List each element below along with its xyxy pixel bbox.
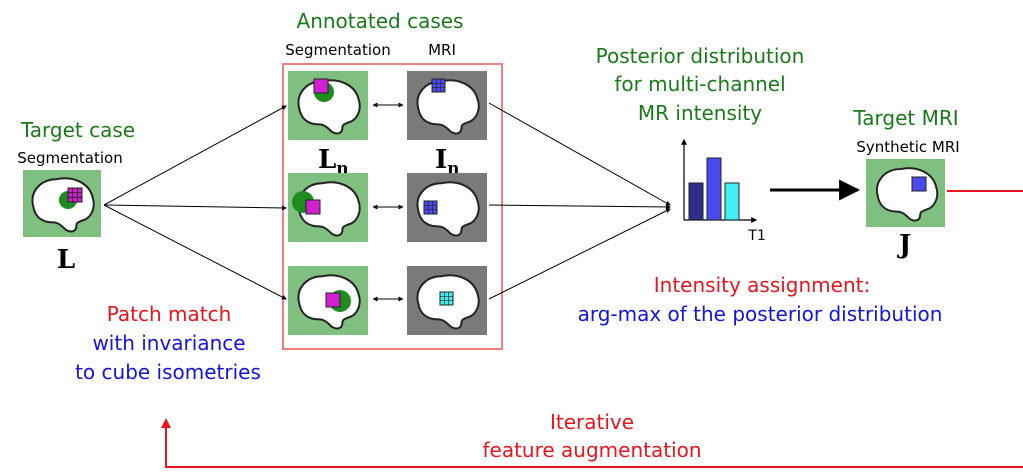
mri-panel-2 xyxy=(407,173,487,242)
feedback-loop xyxy=(161,190,1023,468)
posterior-line-2: for multi-channel xyxy=(614,72,785,96)
iterative-line-1: Iterative xyxy=(550,410,634,434)
annotated-cases: Annotated cases Segmentation MRI xyxy=(282,9,503,350)
iterative-line-2: feature augmentation xyxy=(482,438,701,462)
grid-patch-icon xyxy=(305,199,321,215)
target-symbol-L: L xyxy=(57,245,75,275)
seg-panel-3 xyxy=(288,266,368,335)
target-symbol-J: J xyxy=(897,230,911,260)
target-mri-subtitle: Synthetic MRI xyxy=(856,138,959,156)
patch-match-line-1: Patch match xyxy=(107,302,232,326)
histogram-icon xyxy=(681,138,758,223)
seg-symbol: L xyxy=(318,145,336,175)
grid-patch-icon xyxy=(67,187,83,203)
annotated-col-seg: Segmentation xyxy=(285,41,390,59)
target-case: Target case Segmentation L xyxy=(17,118,135,275)
match-arrows xyxy=(103,105,287,300)
target-case-title: Target case xyxy=(20,118,135,142)
grid-patch-icon xyxy=(325,292,341,308)
target-segmentation-panel xyxy=(23,170,101,237)
grid-patch-icon xyxy=(423,200,438,215)
posterior-arrows xyxy=(488,102,671,300)
annotated-row-2 xyxy=(288,173,487,242)
grid-patch-icon xyxy=(439,291,454,306)
intensity-line-1: Intensity assignment: xyxy=(654,273,870,297)
target-mri-title: Target MRI xyxy=(852,106,958,130)
patch-match-label: Patch match with invariance to cube isom… xyxy=(75,302,261,384)
annotated-title: Annotated cases xyxy=(297,9,464,33)
mri-panel-1 xyxy=(407,71,487,140)
posterior-section: Posterior distribution for multi-channel… xyxy=(596,44,805,244)
annotated-col-mri: MRI xyxy=(428,41,456,59)
seg-panel-1 xyxy=(288,71,368,140)
target-mri: Target MRI Synthetic MRI J xyxy=(852,106,959,260)
annotated-row-3 xyxy=(288,266,487,335)
patch-match-line-3: to cube isometries xyxy=(75,360,261,384)
posterior-line-1: Posterior distribution xyxy=(596,44,805,68)
iterative-label: Iterative feature augmentation xyxy=(482,410,701,462)
histogram-axis-label: T1 xyxy=(747,228,765,244)
annotated-row-1: Ln In xyxy=(288,71,487,179)
grid-patch-icon xyxy=(431,78,446,93)
intensity-label: Intensity assignment: arg-max of the pos… xyxy=(578,273,943,326)
seg-panel-2 xyxy=(288,173,368,242)
mri-symbol: I xyxy=(435,145,447,175)
grid-patch-icon xyxy=(911,176,927,192)
intensity-line-2: arg-max of the posterior distribution xyxy=(578,302,943,326)
synthetic-mri-panel xyxy=(866,159,945,227)
patch-match-line-2: with invariance xyxy=(92,331,245,355)
posterior-line-3: MR intensity xyxy=(638,101,762,125)
target-case-subtitle: Segmentation xyxy=(17,149,122,167)
grid-patch-icon xyxy=(313,78,329,94)
mri-panel-3 xyxy=(407,266,487,335)
